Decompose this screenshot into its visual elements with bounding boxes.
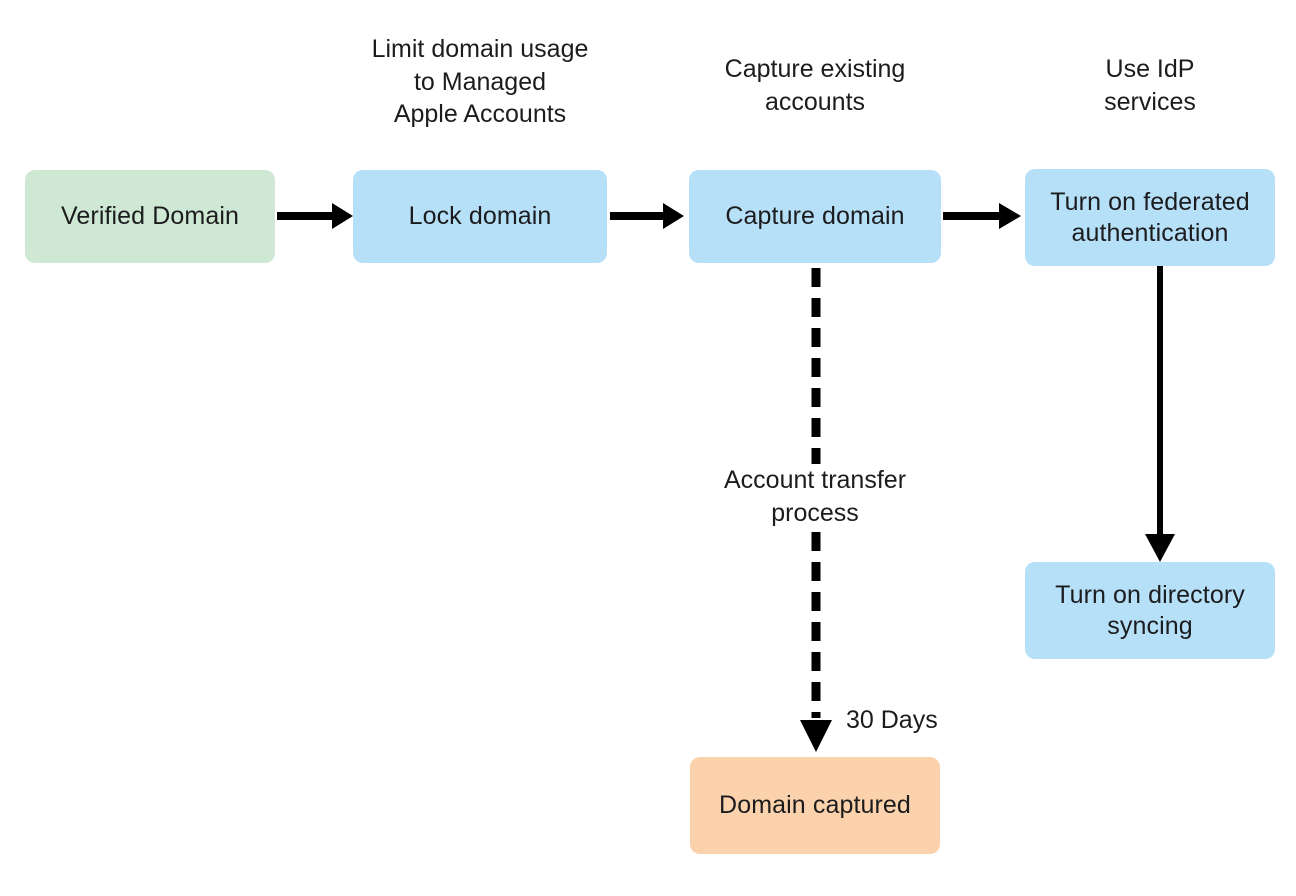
node-domain-captured-label: Domain captured (719, 791, 911, 820)
node-directory-syncing-label: Turn on directory syncing (1055, 581, 1245, 640)
edge-lock-to-capture (610, 200, 690, 232)
caption-capture-existing-accounts: Capture existing accounts (724, 55, 906, 116)
node-domain-captured[interactable]: Domain captured (690, 757, 940, 854)
node-capture-domain[interactable]: Capture domain (689, 170, 941, 263)
edge-capture-to-captured-upper (798, 266, 834, 466)
node-capture-domain-label: Capture domain (725, 202, 905, 231)
edge-label-30-days: 30 Days (846, 706, 938, 734)
node-lock-domain[interactable]: Lock domain (353, 170, 607, 263)
caption-use-idp-services: Use IdP services (1104, 55, 1196, 116)
edge-capture-to-federated (943, 200, 1029, 232)
edge-capture-to-captured-lower (798, 530, 834, 760)
node-federated-authentication-label: Turn on federated authentication (1050, 188, 1250, 247)
caption-account-transfer-process: Account transfer process (723, 466, 907, 527)
node-verified-domain-label: Verified Domain (61, 202, 239, 231)
caption-limit-domain-usage: Limit domain usage to Managed Apple Acco… (371, 35, 589, 128)
node-directory-syncing[interactable]: Turn on directory syncing (1025, 562, 1275, 659)
edge-federated-to-directory (1140, 266, 1180, 566)
node-lock-domain-label: Lock domain (408, 202, 552, 231)
node-verified-domain[interactable]: Verified Domain (25, 170, 275, 263)
edge-verified-to-lock (277, 200, 357, 232)
node-federated-authentication[interactable]: Turn on federated authentication (1025, 169, 1275, 266)
